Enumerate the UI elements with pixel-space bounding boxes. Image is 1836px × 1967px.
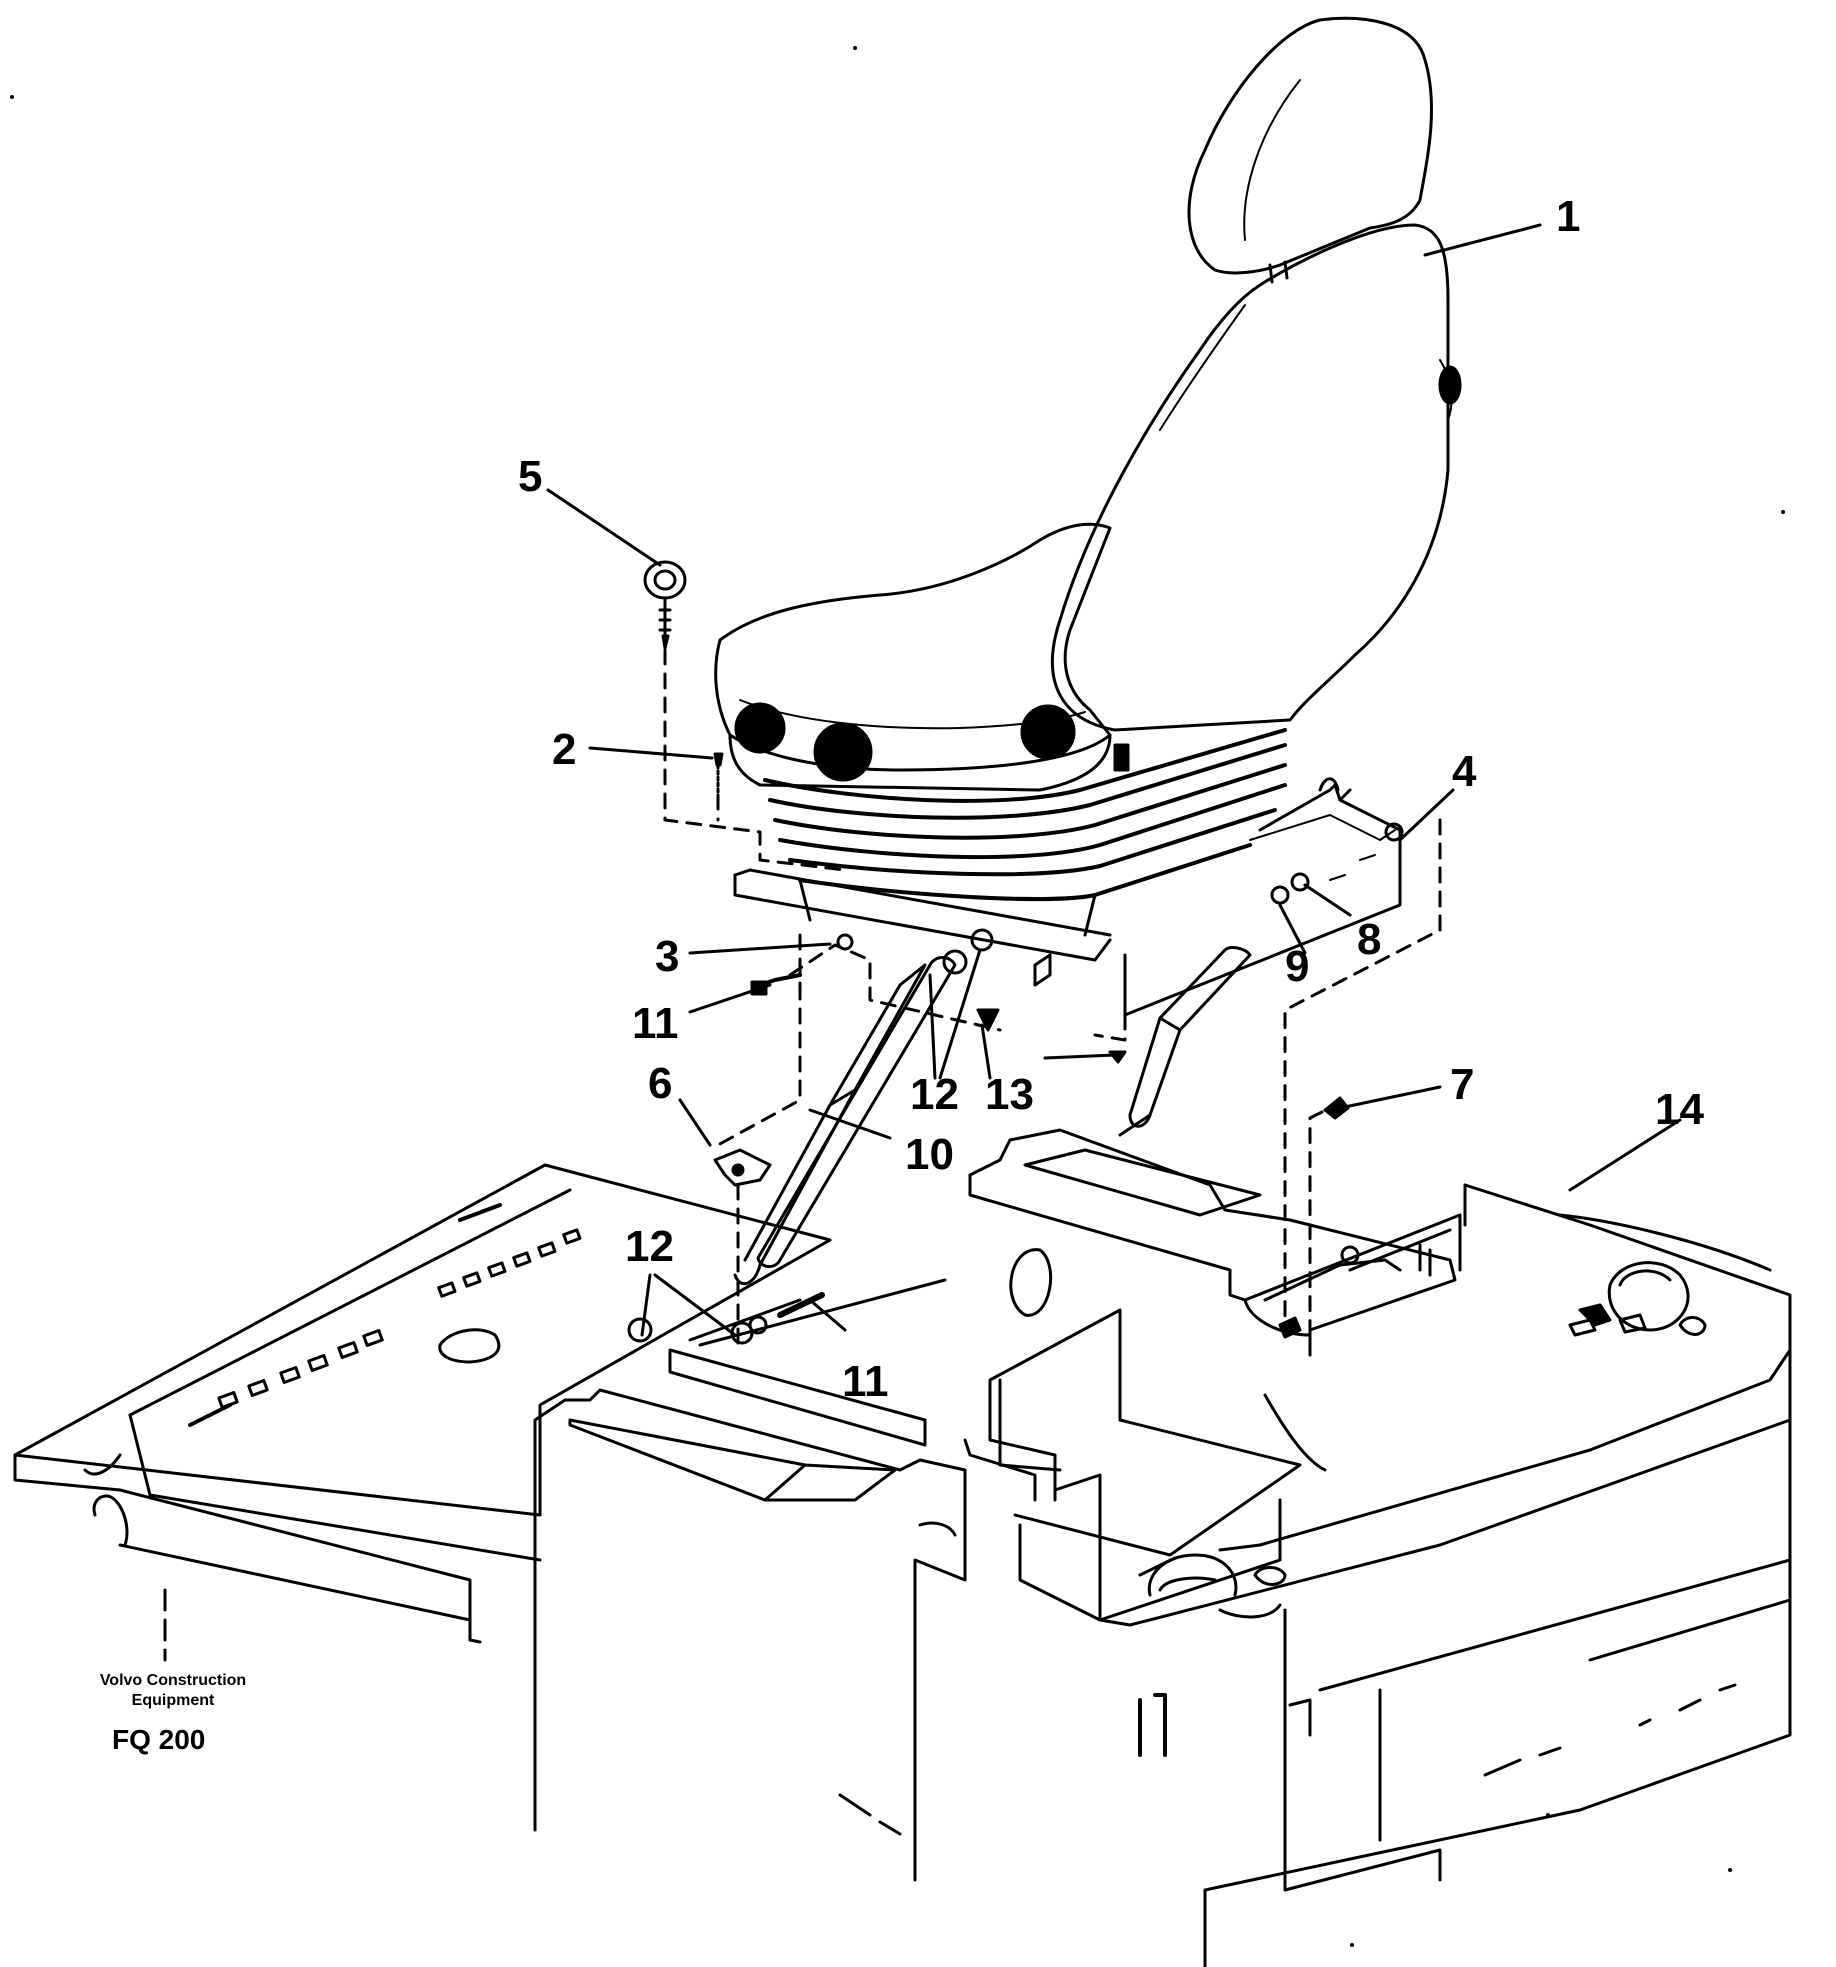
callout-12-lower: 12 bbox=[625, 1222, 674, 1271]
seat-backrest bbox=[1050, 223, 1450, 732]
leader-lines bbox=[546, 223, 1682, 1337]
bolt-12a bbox=[942, 949, 968, 975]
callout-11-upper: 11 bbox=[632, 999, 679, 1048]
callout-14: 14 bbox=[1655, 1085, 1704, 1134]
brand-line-1: Volvo Construction bbox=[99, 1672, 247, 1689]
ring-pin bbox=[643, 560, 687, 650]
callout-12-upper: 12 bbox=[910, 1070, 959, 1119]
seat-knob-1 bbox=[734, 702, 786, 754]
seat-knob-3 bbox=[1020, 704, 1076, 760]
callout-4: 4 bbox=[1452, 747, 1477, 796]
callout-9: 9 bbox=[1285, 942, 1310, 991]
callout-1: 1 bbox=[1556, 192, 1581, 241]
bolt-12b bbox=[970, 928, 994, 952]
callout-8: 8 bbox=[1357, 915, 1382, 964]
seat-knob-2 bbox=[813, 722, 873, 782]
brand-line-2: Equipment bbox=[131, 1692, 215, 1709]
assembly-lines bbox=[663, 648, 1442, 1347]
bolt-7 bbox=[1323, 1096, 1350, 1120]
seat-bellows bbox=[763, 728, 1287, 902]
bolt-13 bbox=[976, 1008, 1000, 1032]
cab-floor-plate bbox=[13, 1163, 832, 1642]
callout-5: 5 bbox=[518, 452, 543, 501]
callout-11-lower: 11 bbox=[842, 1357, 889, 1406]
bracket-6 bbox=[713, 1148, 772, 1187]
console-base bbox=[533, 1278, 1302, 1882]
gas-spring-rear bbox=[1118, 946, 1252, 1137]
callout-7: 7 bbox=[1450, 1060, 1475, 1109]
seat-mounting-bracket bbox=[733, 777, 1404, 1017]
callout-6: 6 bbox=[648, 1059, 673, 1108]
callout-3: 3 bbox=[655, 932, 680, 981]
screw-2 bbox=[713, 752, 724, 794]
gas-spring bbox=[733, 956, 957, 1286]
bolt-11-lower bbox=[777, 1292, 825, 1318]
operator-seat bbox=[714, 16, 1462, 937]
figure-code: FQ 200 bbox=[112, 1724, 206, 1755]
upper-subframe bbox=[968, 1128, 1462, 1472]
rear-housing bbox=[1098, 1183, 1792, 1967]
seat-base bbox=[728, 733, 1112, 792]
seat-headrest bbox=[1187, 16, 1433, 275]
callout-2: 2 bbox=[552, 725, 577, 774]
callout-10: 10 bbox=[905, 1130, 954, 1179]
callout-13: 13 bbox=[985, 1070, 1034, 1119]
